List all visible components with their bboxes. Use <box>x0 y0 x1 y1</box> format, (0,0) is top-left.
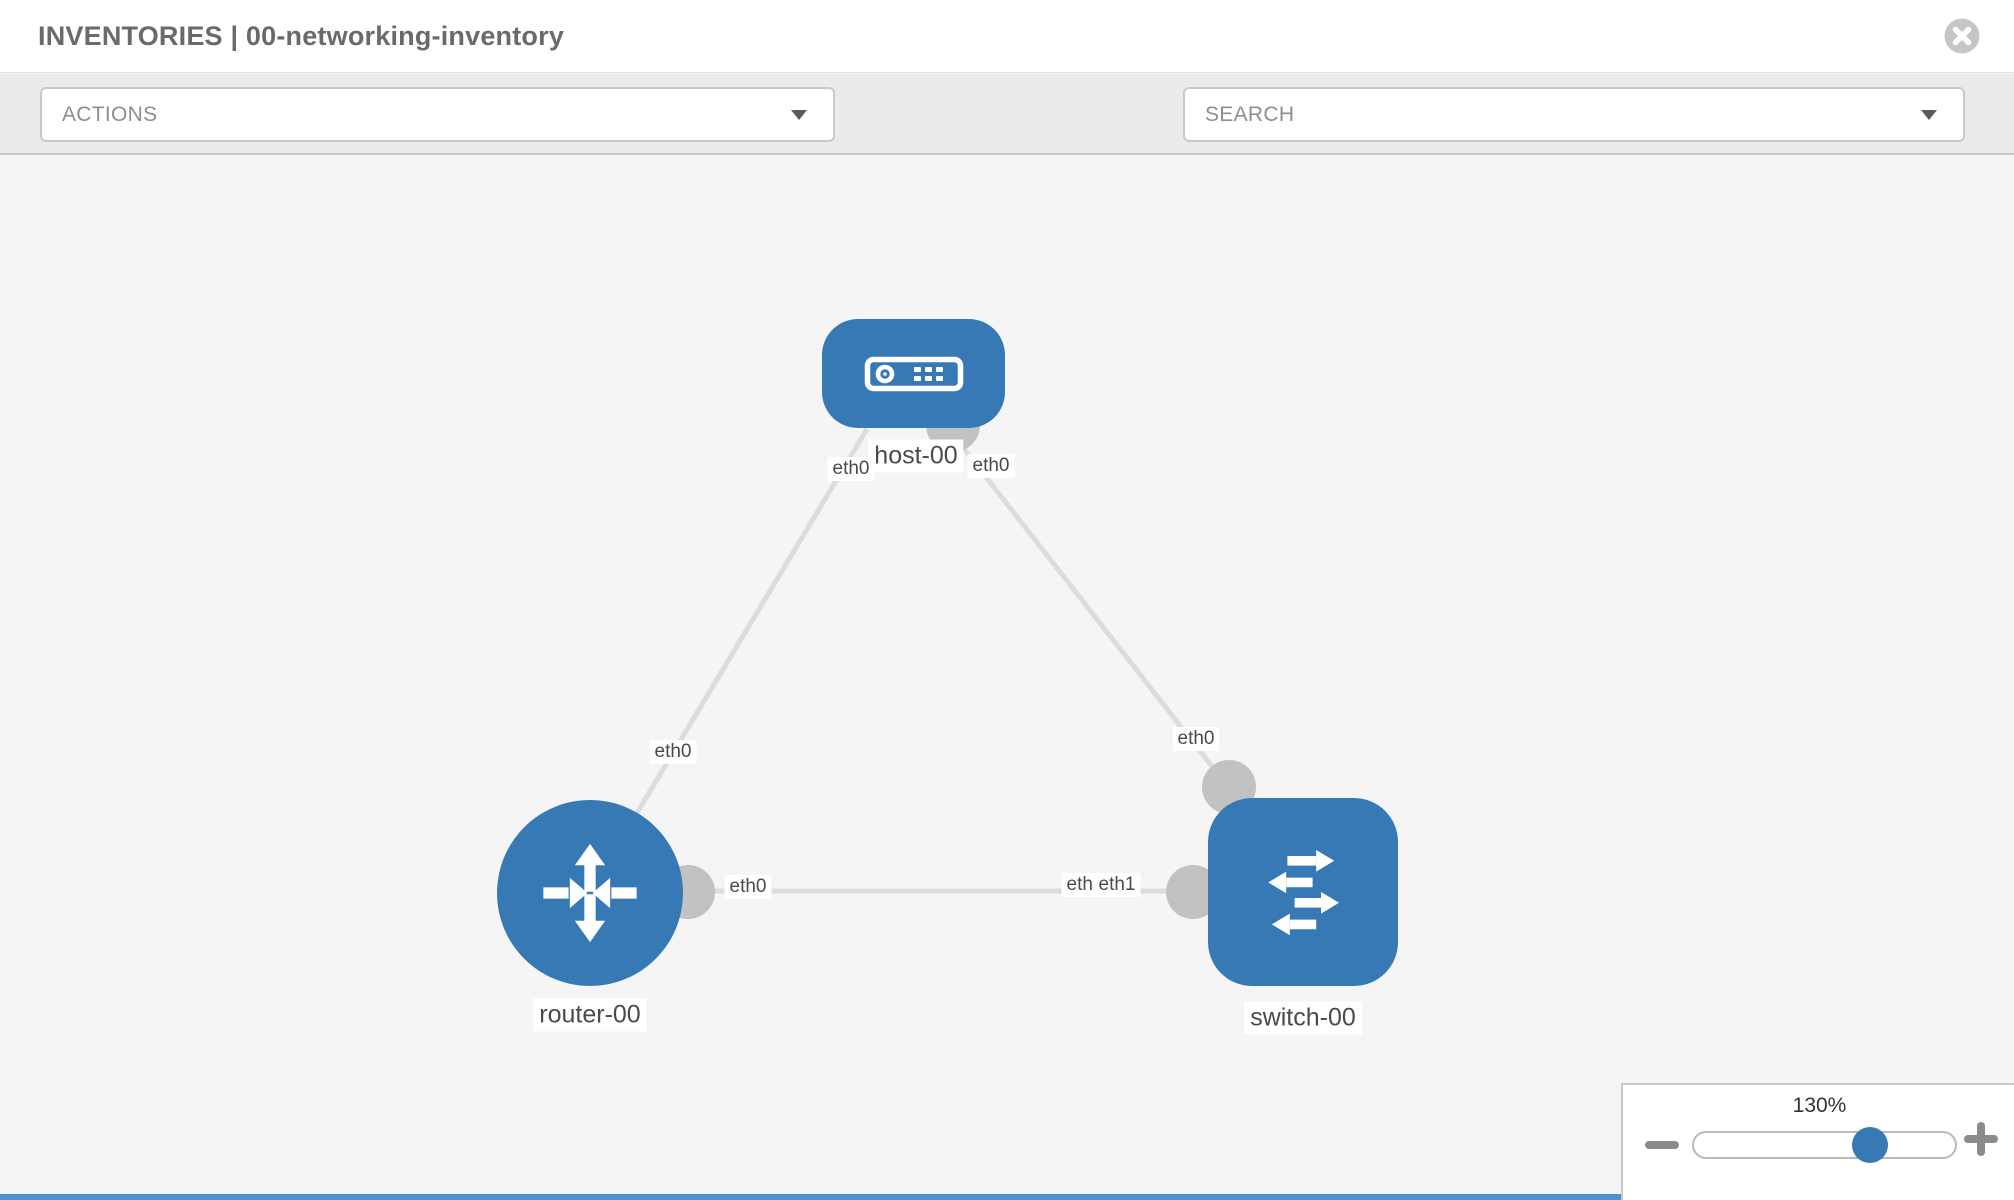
zoom-slider-knob[interactable] <box>1852 1127 1888 1163</box>
zoom-slider-track[interactable] <box>1692 1127 1957 1163</box>
actions-dropdown[interactable]: ACTIONS <box>40 87 835 142</box>
close-icon[interactable] <box>1943 17 1981 55</box>
topology-graph <box>634 398 1256 919</box>
node-label-router: router-00 <box>533 998 647 1032</box>
search-dropdown-label: SEARCH <box>1205 102 1295 126</box>
node-label-host: host-00 <box>868 439 964 473</box>
node-host-00[interactable] <box>822 319 1005 428</box>
interface-label: eth0 <box>1172 727 1220 751</box>
switch-icon <box>1268 850 1339 936</box>
bottom-accent-bar <box>0 1194 1621 1200</box>
search-dropdown[interactable]: SEARCH <box>1183 87 1965 142</box>
router-icon <box>543 843 637 943</box>
interface-label: eth0 <box>724 875 772 899</box>
zoom-panel: 130% <box>1621 1083 2014 1200</box>
zoom-level: 130% <box>1792 1094 1847 1117</box>
header: INVENTORIES | 00-networking-inventory <box>0 0 2014 73</box>
caret-down-icon <box>791 109 807 120</box>
topology-canvas[interactable]: host-00 router-00 switch-00 eth0 eth0 et… <box>0 156 2014 1200</box>
actions-dropdown-label: ACTIONS <box>62 102 158 126</box>
zoom-out-button[interactable] <box>1645 1133 1681 1157</box>
interface-label: eth0 <box>649 740 697 764</box>
node-label-switch: switch-00 <box>1244 1001 1362 1035</box>
node-router-00[interactable] <box>497 800 683 986</box>
host-icon <box>864 356 963 391</box>
zoom-in-button[interactable] <box>1963 1121 1999 1157</box>
interface-label: eth1 <box>1093 873 1141 897</box>
caret-down-icon <box>1921 109 1937 120</box>
node-switch-00[interactable] <box>1208 798 1398 986</box>
page-title: INVENTORIES | 00-networking-inventory <box>38 21 565 51</box>
interface-bubble-switch-left[interactable] <box>1166 865 1220 919</box>
minus-icon <box>1645 1141 1679 1149</box>
interface-label: eth0 <box>827 457 875 481</box>
toolbar: ACTIONS SEARC <box>0 74 2014 202</box>
interface-label: eth0 <box>967 454 1015 478</box>
